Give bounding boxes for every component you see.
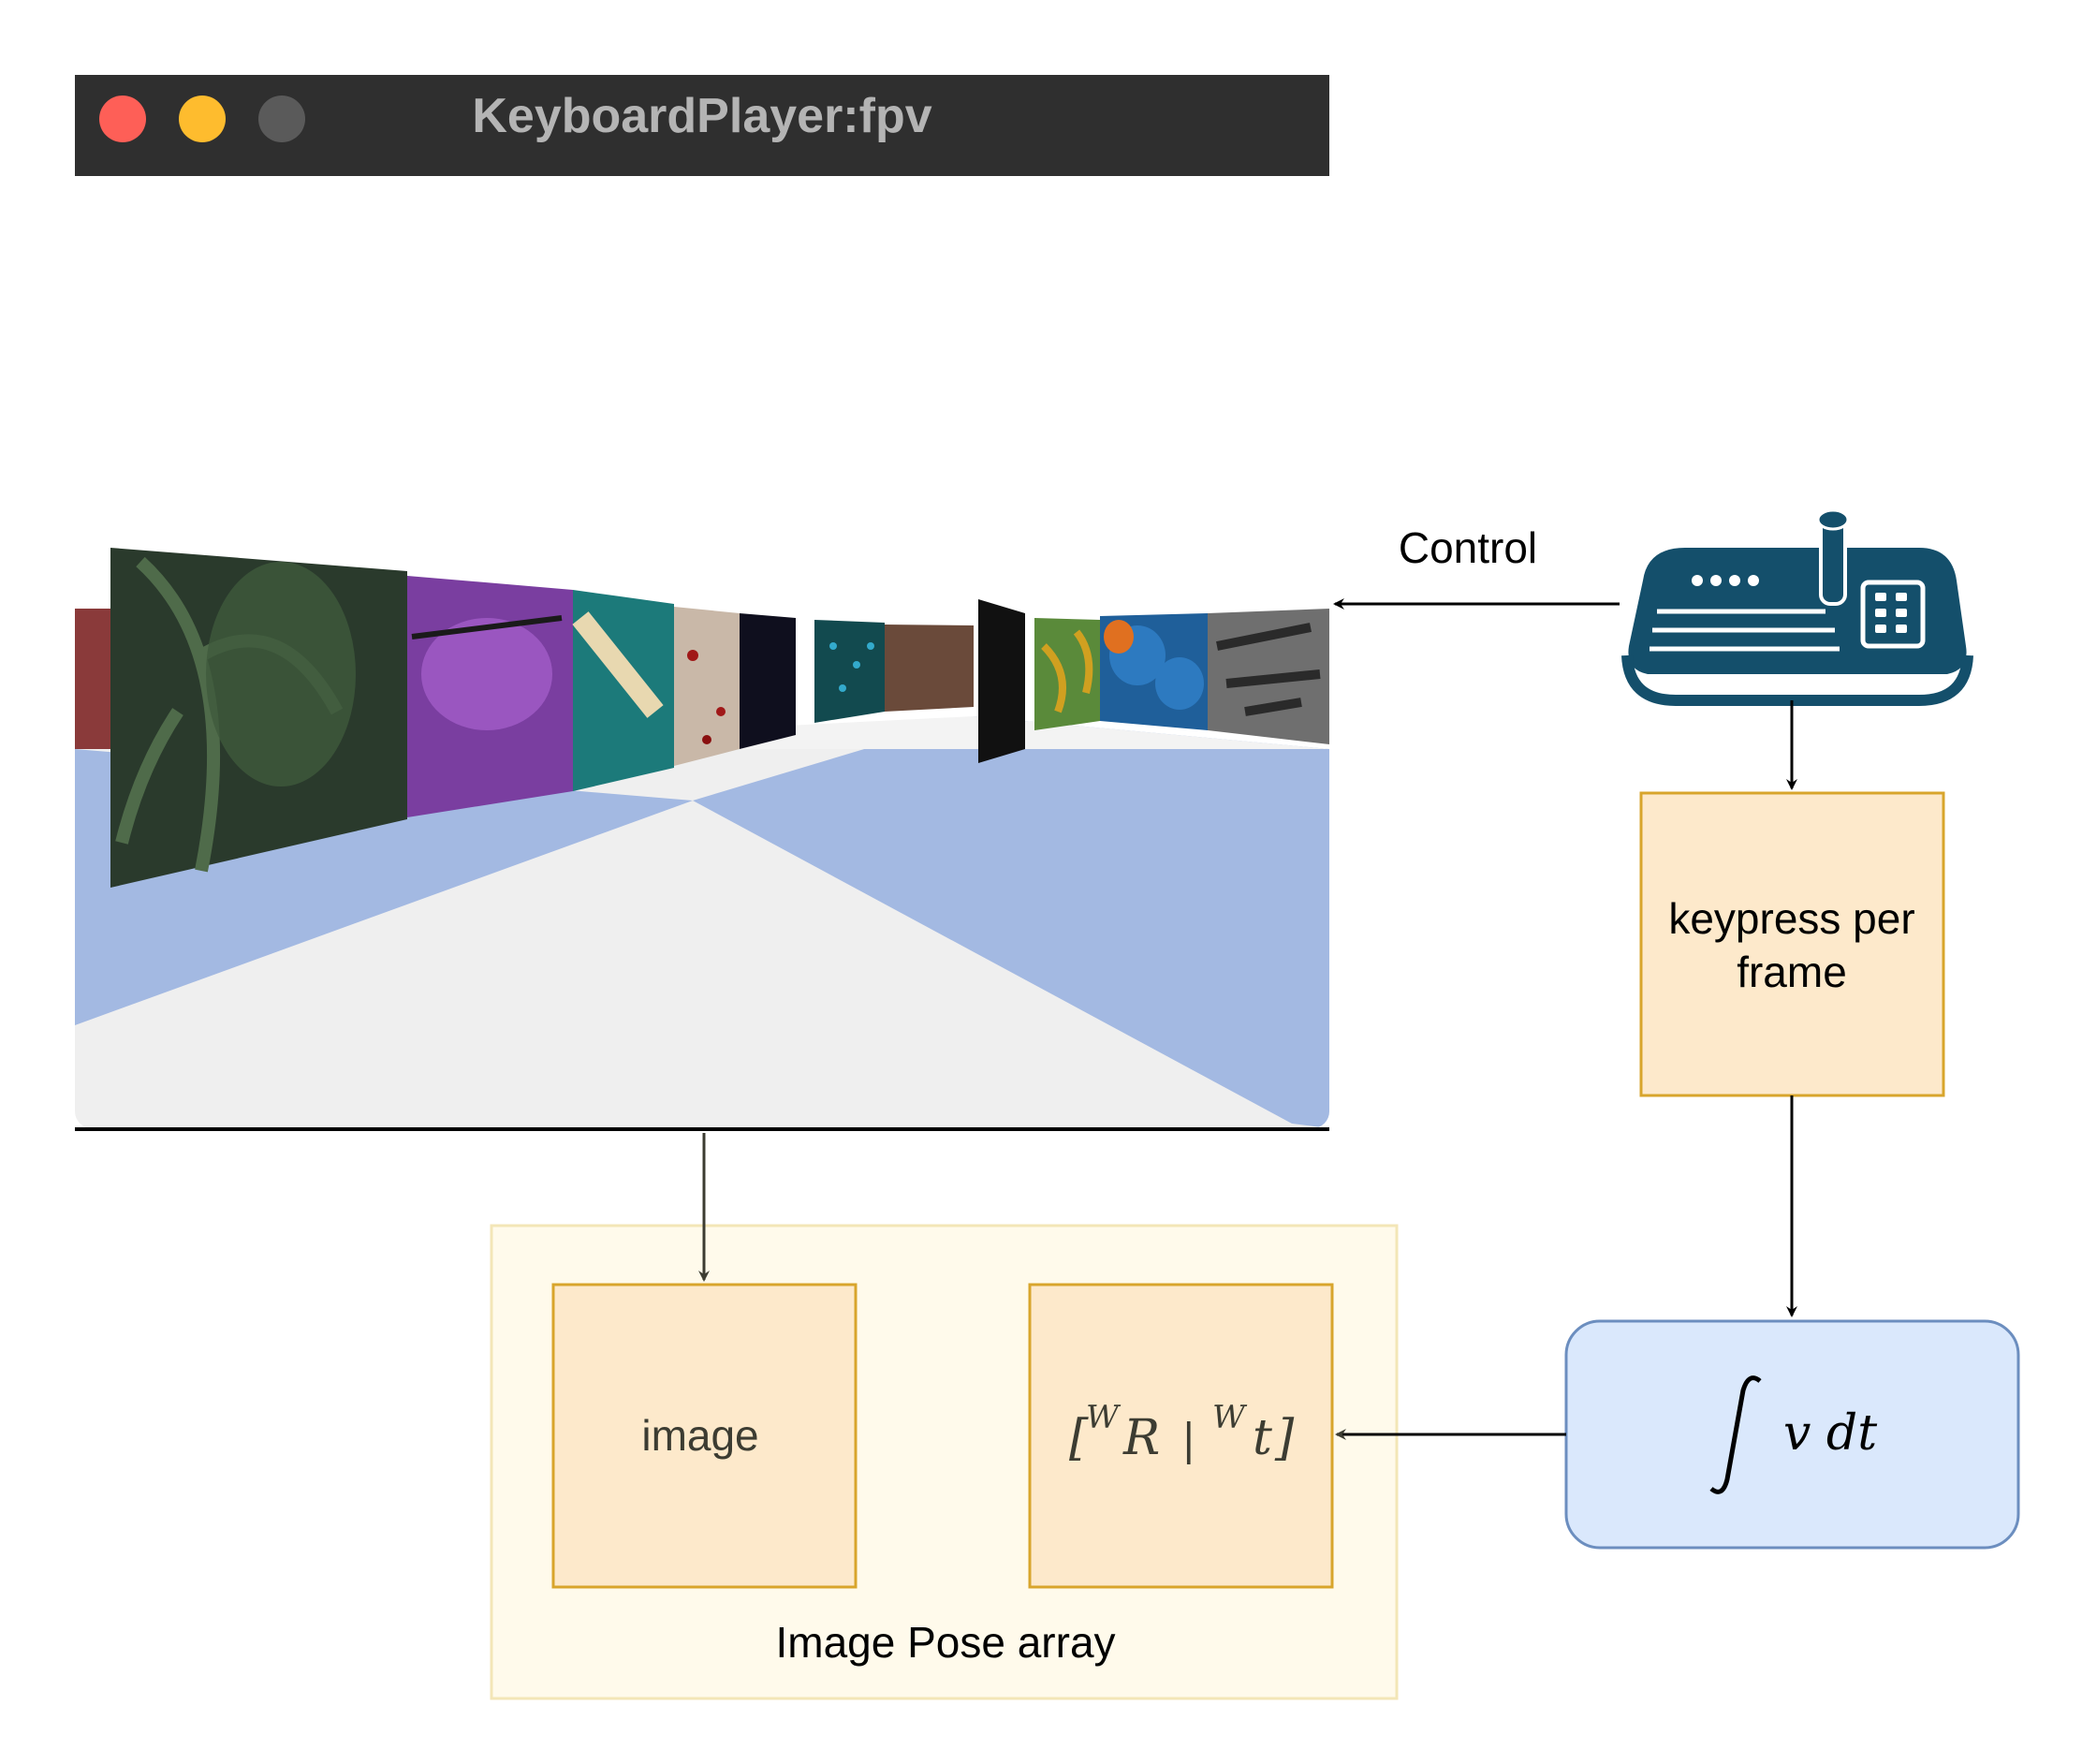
window-titlebar: KeyboardPlayer:fpv <box>75 75 1329 176</box>
window-title: KeyboardPlayer:fpv <box>472 89 931 143</box>
pose-sup-w1: W <box>1086 1399 1122 1436</box>
container-label: Image Pose array <box>775 1618 1115 1667</box>
pose-bar: | <box>1181 1414 1196 1464</box>
image-label: image <box>641 1411 758 1460</box>
keypress-label-line2: frame <box>1737 948 1847 996</box>
wall-panel <box>75 609 110 749</box>
wall-panel-black <box>978 599 1025 763</box>
pose-box: [ W R | W t ] <box>1028 1283 1334 1589</box>
keypress-label-line1: keypress per <box>1668 894 1914 943</box>
minimize-button[interactable] <box>179 96 226 142</box>
image-box: image <box>551 1283 858 1589</box>
wall-panel-dark <box>740 613 796 749</box>
zoom-button[interactable] <box>258 96 305 142</box>
wall-panel-speckle <box>674 607 740 766</box>
control-label: Control <box>1399 523 1537 572</box>
floor-tile-right <box>693 716 1329 1128</box>
keypress-box: keypress per frame <box>1639 791 1945 1097</box>
integral-label: v dt <box>1783 1405 1877 1462</box>
close-button[interactable] <box>99 96 146 142</box>
joystick-controller-icon <box>1621 508 1973 706</box>
pose-bracket-close: ] <box>1274 1410 1295 1466</box>
integral-box: v dt <box>1564 1319 2020 1550</box>
pose-bracket-open: [ <box>1069 1410 1089 1466</box>
pose-r: R <box>1122 1410 1160 1466</box>
integral-sign-icon <box>1709 1375 1762 1494</box>
fpv-viewport <box>75 178 1329 1128</box>
wall-panel-dots <box>814 620 885 723</box>
pose-t: t <box>1253 1410 1272 1466</box>
pose-sup-w2: W <box>1212 1399 1248 1436</box>
wall-panel-far <box>885 625 974 712</box>
